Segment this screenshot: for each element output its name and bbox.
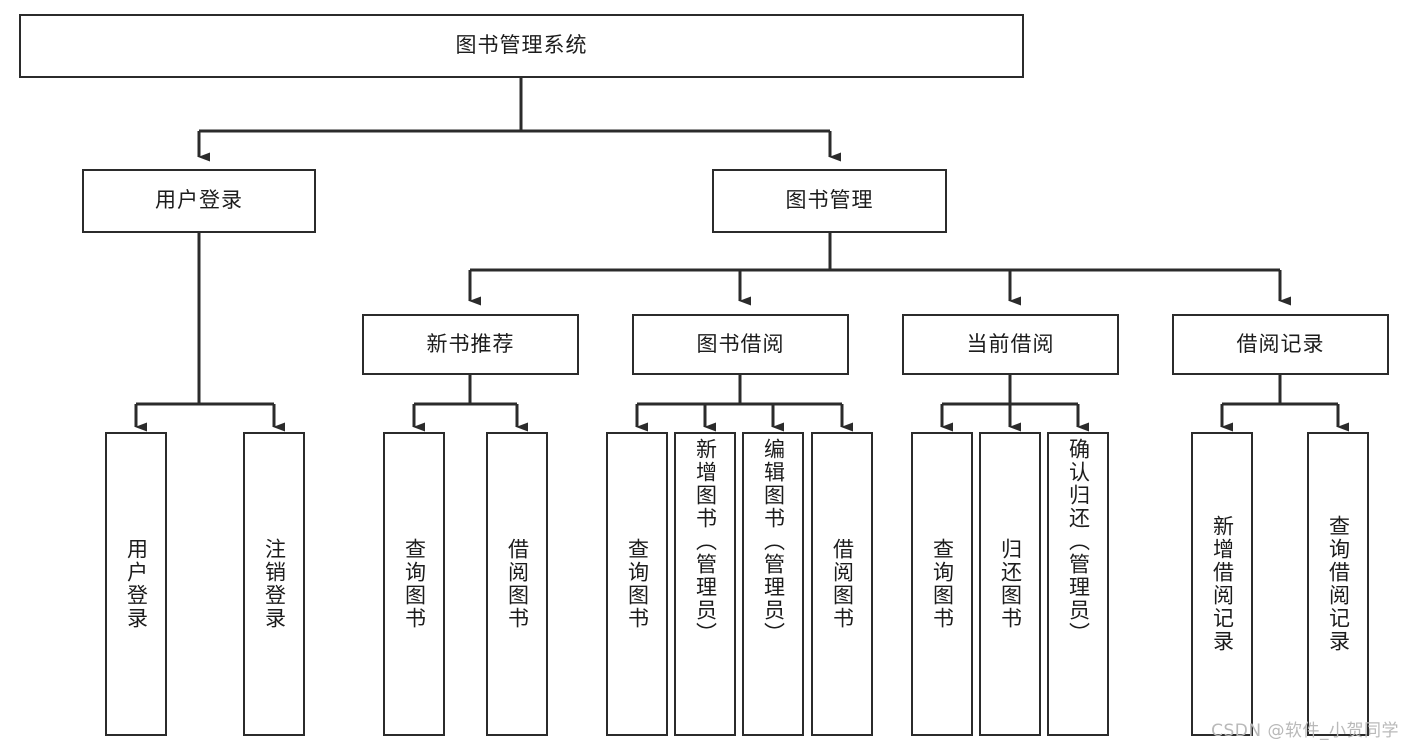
leaf-confirm-return[interactable]: 确认归还（管理员） xyxy=(1047,432,1109,736)
leaf-user-logout-label: 注销登录 xyxy=(262,538,287,630)
leaf-edit-book[interactable]: 编辑图书（管理员） xyxy=(742,432,804,736)
leaf-borrow-book-1-label: 借阅图书 xyxy=(505,538,530,630)
node-new-book-recommend[interactable]: 新书推荐 xyxy=(362,314,579,375)
node-book-manage-label: 图书管理 xyxy=(785,188,874,213)
leaf-query-book-1-label: 查询图书 xyxy=(402,538,427,630)
leaf-borrow-book-2-label: 借阅图书 xyxy=(830,538,855,630)
leaf-return-book[interactable]: 归还图书 xyxy=(979,432,1041,736)
node-book-borrow[interactable]: 图书借阅 xyxy=(632,314,849,375)
node-user-login-label: 用户登录 xyxy=(155,188,243,213)
leaf-add-book[interactable]: 新增图书（管理员） xyxy=(674,432,736,736)
node-user-login[interactable]: 用户登录 xyxy=(82,169,316,233)
leaf-user-login[interactable]: 用户登录 xyxy=(105,432,167,736)
node-current-borrow-label: 当前借阅 xyxy=(966,331,1055,356)
leaf-edit-book-label: 编辑图书（管理员） xyxy=(761,438,786,645)
csdn-watermark: CSDN @软件_小贺同学 xyxy=(1211,721,1399,741)
leaf-query-book-3-label: 查询图书 xyxy=(930,538,955,630)
node-root-label: 图书管理系统 xyxy=(455,33,588,58)
leaf-query-record-label: 查询借阅记录 xyxy=(1326,515,1351,653)
leaf-query-book-2-label: 查询图书 xyxy=(625,538,650,630)
leaf-query-record[interactable]: 查询借阅记录 xyxy=(1307,432,1369,736)
leaf-return-book-label: 归还图书 xyxy=(998,538,1023,630)
leaf-add-record[interactable]: 新增借阅记录 xyxy=(1191,432,1253,736)
leaf-add-book-label: 新增图书（管理员） xyxy=(693,438,718,645)
node-book-borrow-label: 图书借阅 xyxy=(696,331,785,356)
leaf-query-book-2[interactable]: 查询图书 xyxy=(606,432,668,736)
leaf-query-book-1[interactable]: 查询图书 xyxy=(383,432,445,736)
node-root[interactable]: 图书管理系统 xyxy=(19,14,1024,78)
leaf-add-record-label: 新增借阅记录 xyxy=(1210,515,1235,653)
leaf-borrow-book-1[interactable]: 借阅图书 xyxy=(486,432,548,736)
node-borrow-record[interactable]: 借阅记录 xyxy=(1172,314,1389,375)
leaf-confirm-return-label: 确认归还（管理员） xyxy=(1066,438,1091,645)
node-current-borrow[interactable]: 当前借阅 xyxy=(902,314,1119,375)
leaf-user-login-label: 用户登录 xyxy=(124,538,149,630)
node-borrow-record-label: 借阅记录 xyxy=(1236,331,1325,356)
leaf-user-logout[interactable]: 注销登录 xyxy=(243,432,305,736)
node-book-manage[interactable]: 图书管理 xyxy=(712,169,947,233)
leaf-query-book-3[interactable]: 查询图书 xyxy=(911,432,973,736)
leaf-borrow-book-2[interactable]: 借阅图书 xyxy=(811,432,873,736)
node-new-book-recommend-label: 新书推荐 xyxy=(426,331,515,356)
